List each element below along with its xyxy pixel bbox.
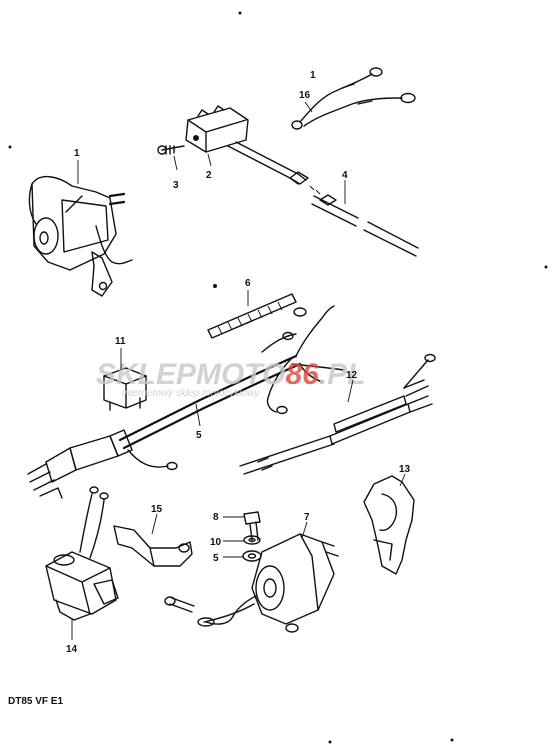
part-11-relay-cover bbox=[103, 367, 147, 411]
callout-11: 11 bbox=[115, 336, 126, 347]
callout-12: 12 bbox=[346, 370, 358, 381]
part-12-wires bbox=[239, 353, 436, 475]
part-15-bracket bbox=[113, 525, 193, 567]
part-14-relay bbox=[45, 486, 119, 621]
part-7-starter-motor bbox=[164, 533, 339, 633]
callout-3: 3 bbox=[173, 180, 179, 191]
part-6-spiral-wrap bbox=[207, 293, 297, 339]
watermark-tagline: internetowy sklep motocyklowy bbox=[122, 388, 260, 399]
part-3-screw bbox=[157, 145, 185, 155]
callout-numbers: 1 16 1 2 3 4 6 11 12 5 13 15 8 10 5 7 14 bbox=[66, 70, 411, 655]
part-16-wire-lead bbox=[291, 67, 416, 130]
scan-specks bbox=[8, 11, 548, 744]
callout-14: 14 bbox=[66, 644, 78, 655]
callout-5-washer: 5 bbox=[213, 553, 219, 564]
part-10-washer bbox=[243, 535, 261, 545]
callout-7: 7 bbox=[304, 512, 310, 523]
callout-2: 2 bbox=[206, 170, 212, 181]
callout-1-top: 1 bbox=[310, 70, 316, 81]
watermark: SKLEPMOTO86.PL internetowy sklep motocyk… bbox=[96, 358, 366, 399]
callout-5-harness: 5 bbox=[196, 430, 202, 441]
callout-6: 6 bbox=[245, 278, 251, 289]
part-13-bracket bbox=[363, 475, 415, 575]
part-4-wires bbox=[227, 141, 419, 257]
part-1-coil bbox=[28, 176, 133, 297]
callout-1: 1 bbox=[74, 148, 80, 159]
part-2-switch bbox=[185, 105, 249, 153]
part-5-harness bbox=[27, 305, 345, 499]
leader-lines bbox=[71, 101, 406, 640]
callout-8: 8 bbox=[213, 512, 219, 523]
callout-16: 16 bbox=[299, 90, 311, 101]
callout-15: 15 bbox=[151, 504, 163, 515]
callout-4: 4 bbox=[342, 170, 348, 181]
diagram-code: DT85 VF E1 bbox=[8, 696, 63, 707]
part-5-washer bbox=[242, 550, 262, 562]
callout-10: 10 bbox=[210, 537, 222, 548]
callout-13: 13 bbox=[399, 464, 411, 475]
watermark-brand-a: SKLEPMOTO86.PL bbox=[96, 358, 366, 391]
